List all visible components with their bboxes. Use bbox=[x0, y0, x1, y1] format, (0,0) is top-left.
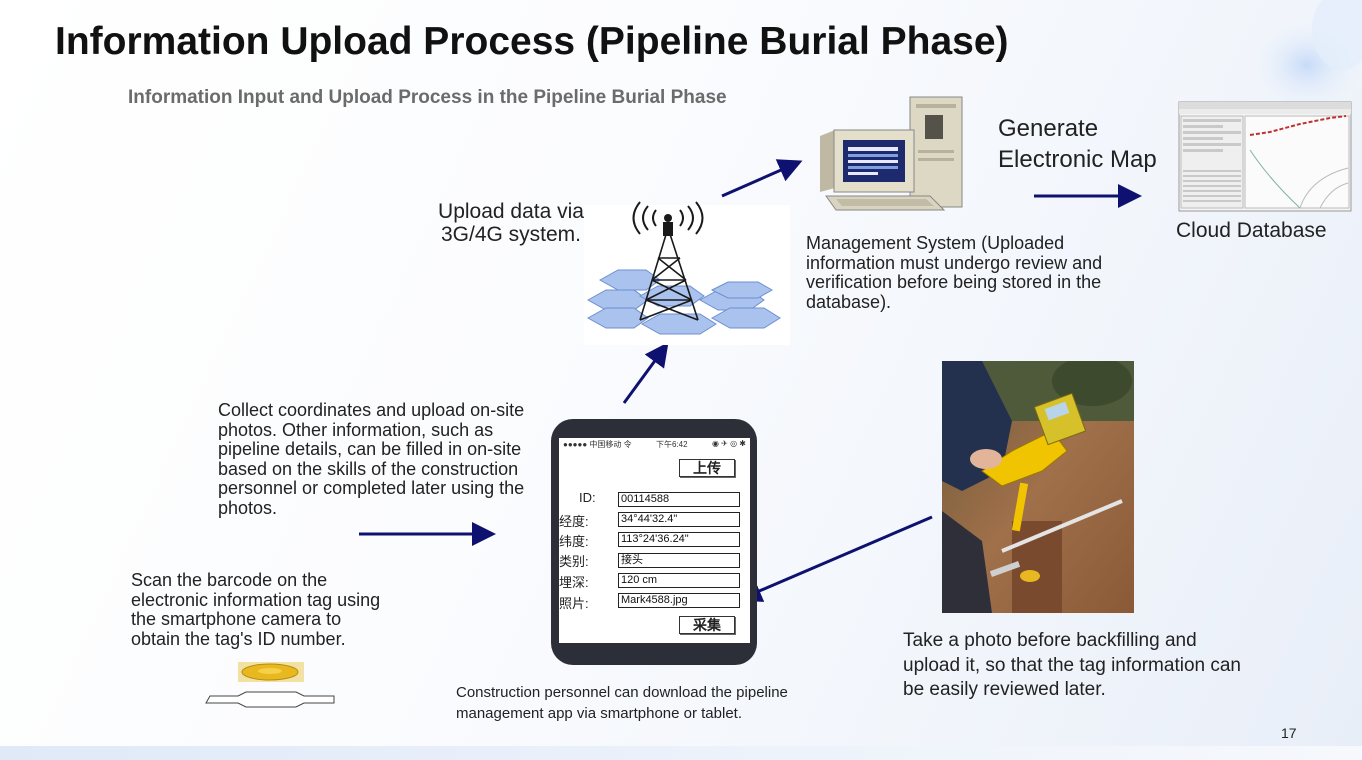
electronic-map-screenshot bbox=[1178, 101, 1352, 212]
id-label: ID: bbox=[579, 490, 596, 505]
depth-field[interactable]: 120 cm bbox=[618, 573, 740, 588]
collect-button[interactable]: 采集 bbox=[679, 616, 735, 634]
scan-barcode-label: Scan the barcode on the electronic infor… bbox=[131, 570, 381, 649]
id-field[interactable]: 00114588 bbox=[618, 492, 740, 507]
upload-button[interactable]: 上传 bbox=[679, 459, 735, 477]
depth-label: 埋深: bbox=[559, 575, 589, 590]
photo-label: 照片: bbox=[559, 596, 589, 611]
latitude-label: 纬度: bbox=[559, 534, 589, 549]
phone-status-bar: ●●●●● 中国移动 令 下午6:42 ◉ ✈ ◎ ✱ bbox=[559, 439, 750, 450]
carrier-text: ●●●●● 中国移动 令 bbox=[563, 440, 632, 449]
arrow-photo-to-phone bbox=[737, 515, 933, 602]
field-photo bbox=[942, 361, 1134, 613]
longitude-field[interactable]: 34°44'32.4" bbox=[618, 512, 740, 527]
construction-personnel-label: Construction personnel can download the … bbox=[456, 684, 788, 722]
management-system-label: Management System (Uploaded information … bbox=[806, 233, 1103, 312]
photo-field[interactable]: Mark4588.jpg bbox=[618, 593, 740, 608]
generate-map-label: Generate Electronic Map bbox=[998, 115, 1157, 173]
take-photo-label: Take a photo before backfilling and uplo… bbox=[903, 630, 1241, 700]
cloud-database-label: Cloud Database bbox=[1176, 219, 1327, 242]
arrow-phone-to-tower bbox=[622, 342, 669, 404]
latitude-field[interactable]: 113°24'36.24" bbox=[618, 532, 740, 547]
decorative-blob bbox=[1252, 0, 1362, 110]
time-text: 下午6:42 bbox=[655, 440, 688, 449]
category-field[interactable]: 接头 bbox=[618, 553, 740, 568]
status-icons: ◉ ✈ ◎ ✱ bbox=[711, 439, 746, 448]
phone-screen: ●●●●● 中国移动 令 下午6:42 ◉ ✈ ◎ ✱ 上传 ID: 00114… bbox=[559, 438, 750, 643]
cell-tower-icon bbox=[584, 201, 790, 345]
page-subtitle: Information Input and Upload Process in … bbox=[128, 87, 727, 108]
footer-bar bbox=[0, 746, 1362, 760]
arrow-tower-to-computer bbox=[721, 159, 803, 198]
longitude-label: 经度: bbox=[559, 514, 589, 529]
desktop-computer-icon bbox=[820, 96, 963, 211]
page-number: 17 bbox=[1281, 725, 1297, 741]
category-label: 类别: bbox=[559, 554, 589, 569]
electronic-tag-icon bbox=[205, 662, 335, 708]
page-title: Information Upload Process (Pipeline Bur… bbox=[55, 20, 1009, 63]
collect-coordinates-label: Collect coordinates and upload on-site p… bbox=[218, 400, 525, 518]
upload-label: Upload data via 3G/4G system. bbox=[438, 200, 584, 246]
